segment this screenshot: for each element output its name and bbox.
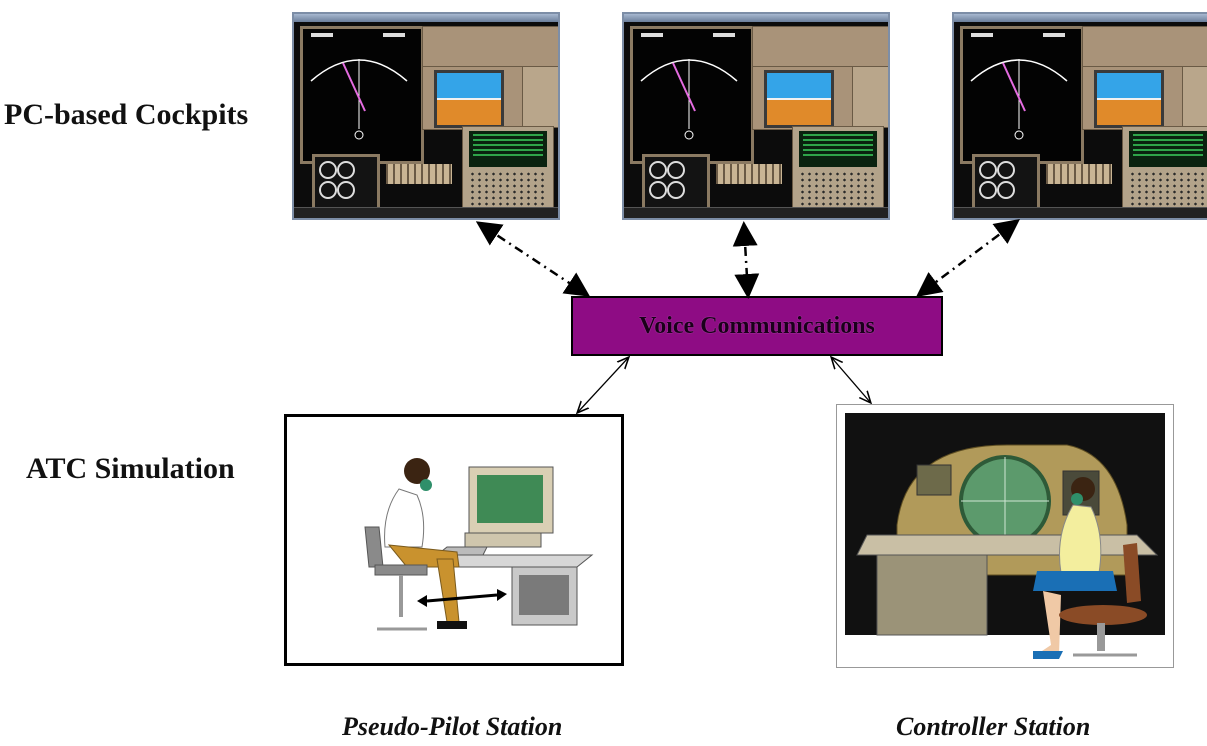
button-strip bbox=[716, 164, 782, 184]
button-strip bbox=[386, 164, 452, 184]
cdu-panel bbox=[1122, 126, 1207, 214]
cockpit-screen-3 bbox=[952, 12, 1207, 220]
cockpit-titlebar bbox=[954, 14, 1207, 22]
button-strip bbox=[1046, 164, 1112, 184]
compass-arc-icon bbox=[640, 33, 738, 140]
voice-communications-label: Voice Communications bbox=[639, 312, 875, 339]
cockpit-screen-2 bbox=[622, 12, 890, 220]
side-panel bbox=[852, 66, 888, 128]
mode-control-panel bbox=[752, 26, 888, 68]
cockpit-titlebar bbox=[624, 14, 888, 22]
voice-communications-box: Voice Communications bbox=[571, 296, 943, 356]
mode-control-panel bbox=[422, 26, 558, 68]
link-cockpit-3 bbox=[916, 219, 1020, 297]
engine-display bbox=[642, 154, 710, 210]
engine-display bbox=[972, 154, 1040, 210]
cdu-panel bbox=[792, 126, 884, 214]
controller-frame bbox=[836, 404, 1174, 668]
link-cockpit-1 bbox=[475, 221, 591, 297]
link-cockpit-2 bbox=[732, 221, 760, 299]
controller-caption: Controller Station bbox=[896, 712, 1091, 741]
pseudo-pilot-workstation-illustration bbox=[364, 458, 594, 631]
engine-display bbox=[312, 154, 380, 210]
cockpit-statusbar bbox=[294, 207, 558, 218]
cockpit-statusbar bbox=[624, 207, 888, 218]
side-panel bbox=[522, 66, 558, 128]
navigation-display bbox=[300, 26, 424, 164]
cockpits-label: PC-based Cockpits bbox=[4, 98, 249, 131]
cockpit-statusbar bbox=[954, 207, 1207, 218]
pseudo-pilot-caption: Pseudo-Pilot Station bbox=[342, 712, 563, 741]
compass-arc-icon bbox=[310, 33, 408, 140]
cdu-panel bbox=[462, 126, 554, 214]
compass-arc-icon bbox=[970, 33, 1068, 140]
pseudo-pilot-frame bbox=[284, 414, 624, 666]
cockpit-titlebar bbox=[294, 14, 558, 22]
link-controller bbox=[832, 358, 870, 402]
cockpit-screen-1 bbox=[292, 12, 560, 220]
link-pseudo-pilot bbox=[578, 358, 628, 412]
controller-radar-console-illustration bbox=[845, 413, 1165, 659]
navigation-display bbox=[630, 26, 754, 164]
atc-simulation-label: ATC Simulation bbox=[26, 452, 235, 485]
